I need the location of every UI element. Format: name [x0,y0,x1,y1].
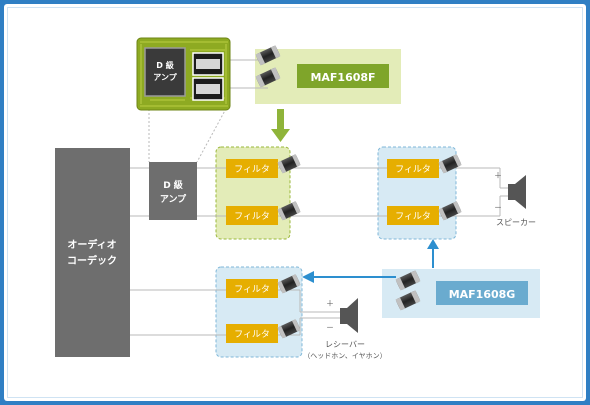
receiver-sublabel: （ヘッドホン、イヤホン） [303,352,386,360]
pcb-board [136,37,231,111]
amp-label-2: アンプ [160,193,187,205]
maf1608g-label: MAF1608G [449,288,516,301]
filter-box [226,206,278,225]
filter-label: フィルタ [234,284,270,295]
chip-label-1: D 級 [156,60,173,70]
filter-label: フィルタ [395,164,431,175]
filter-box [226,279,278,298]
filter-label: フィルタ [234,329,270,340]
filter-boxes [226,159,439,343]
class-d-amp-block [149,162,197,220]
filter-label: フィルタ [234,164,270,175]
speaker-icon [508,175,526,209]
codec-label-1: オーディオ [67,238,116,251]
speaker-minus: － [494,203,502,212]
filter-label: フィルタ [395,211,431,222]
maf1608f-components [255,45,281,88]
receiver-plus: ＋ [326,299,334,308]
filter-box [387,206,439,225]
receiver-icon [340,298,358,333]
receiver-minus: － [326,323,334,332]
filter-box [226,324,278,343]
amp-label-1: D 級 [163,179,183,191]
maf1608f-label-box [297,64,389,88]
receiver-label: レシーバー [325,340,365,349]
blue-arrows [302,239,439,283]
codec-label-2: コーデック [67,254,117,267]
audio-codec-block [55,148,130,357]
diagram-inner-border [7,7,583,398]
filter-label: フィルタ [234,211,270,222]
speaker-label: スピーカー [496,218,536,227]
green-down-arrow [271,109,290,142]
filter-box [387,159,439,178]
maf1608g-label-box [436,281,528,305]
chip-label-2: アンプ [153,72,177,82]
speaker-plus: ＋ [494,171,502,180]
amp-chip [144,47,186,97]
filter-chip-components [277,154,462,339]
filter-box [226,159,278,178]
maf1608f-label: MAF1608F [310,71,375,84]
maf1608g-components [395,270,421,311]
